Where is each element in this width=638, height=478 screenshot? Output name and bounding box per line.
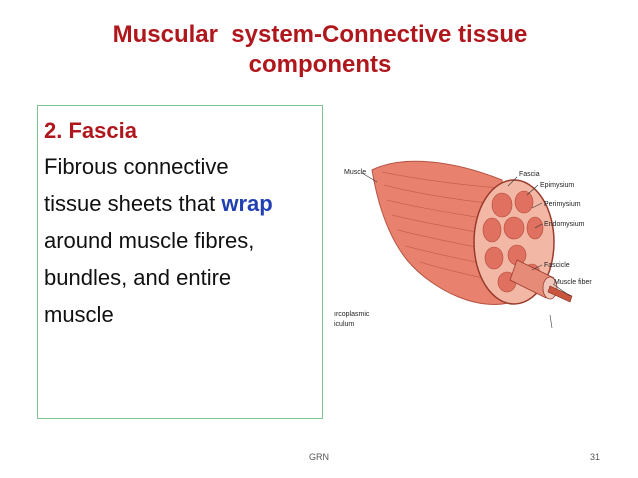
slide-title-line2: components: [248, 51, 392, 78]
label-perimysium: Perimysium: [544, 201, 581, 208]
label-fascicle: Fascicle: [544, 262, 570, 269]
body-line-2: tissue sheets that wrap: [44, 185, 316, 222]
highlight-word: wrap: [221, 191, 273, 216]
label-endomysium: Endomysium: [544, 221, 585, 228]
label-fascia: Fascia: [519, 171, 540, 178]
label-muscle: Muscle: [344, 169, 366, 176]
content-textbox: 2. Fascia Fibrous connective tissue shee…: [37, 105, 323, 419]
section-heading: 2. Fascia: [44, 118, 137, 143]
leader-lines: [361, 172, 571, 329]
body-line-2-text: tissue sheets that: [44, 191, 222, 216]
slide-title-line1: Muscular system-Connective tissue: [112, 21, 528, 48]
label-sarcoplasmic-1: ırcoplasmic: [334, 311, 370, 318]
body-line-1: Fibrous connective: [44, 154, 229, 179]
muscle-diagram: Muscle Fascia Epimysium Perimysium Endom…: [332, 150, 632, 340]
page-number: 31: [590, 452, 601, 462]
label-epimysium: Epimysium: [540, 182, 574, 189]
footer-author: GRN: [309, 452, 329, 462]
body-line-5: muscle: [44, 302, 114, 327]
slide-title: Muscular system-Connective tissue compon…: [40, 20, 600, 80]
body-line-4: bundles, and entire: [44, 265, 232, 290]
label-sarcoplasmic-2: iculum: [334, 321, 354, 328]
muscle-diagram-svg: Muscle Fascia Epimysium Perimysium Endom…: [334, 160, 592, 329]
muscle-fiber-shape: [547, 285, 573, 303]
label-muscle-fiber: Muscle fiber: [554, 279, 592, 286]
body-text: Fibrous connective tissue sheets that wr…: [44, 148, 316, 333]
body-line-3: around muscle fibres,: [44, 228, 255, 253]
